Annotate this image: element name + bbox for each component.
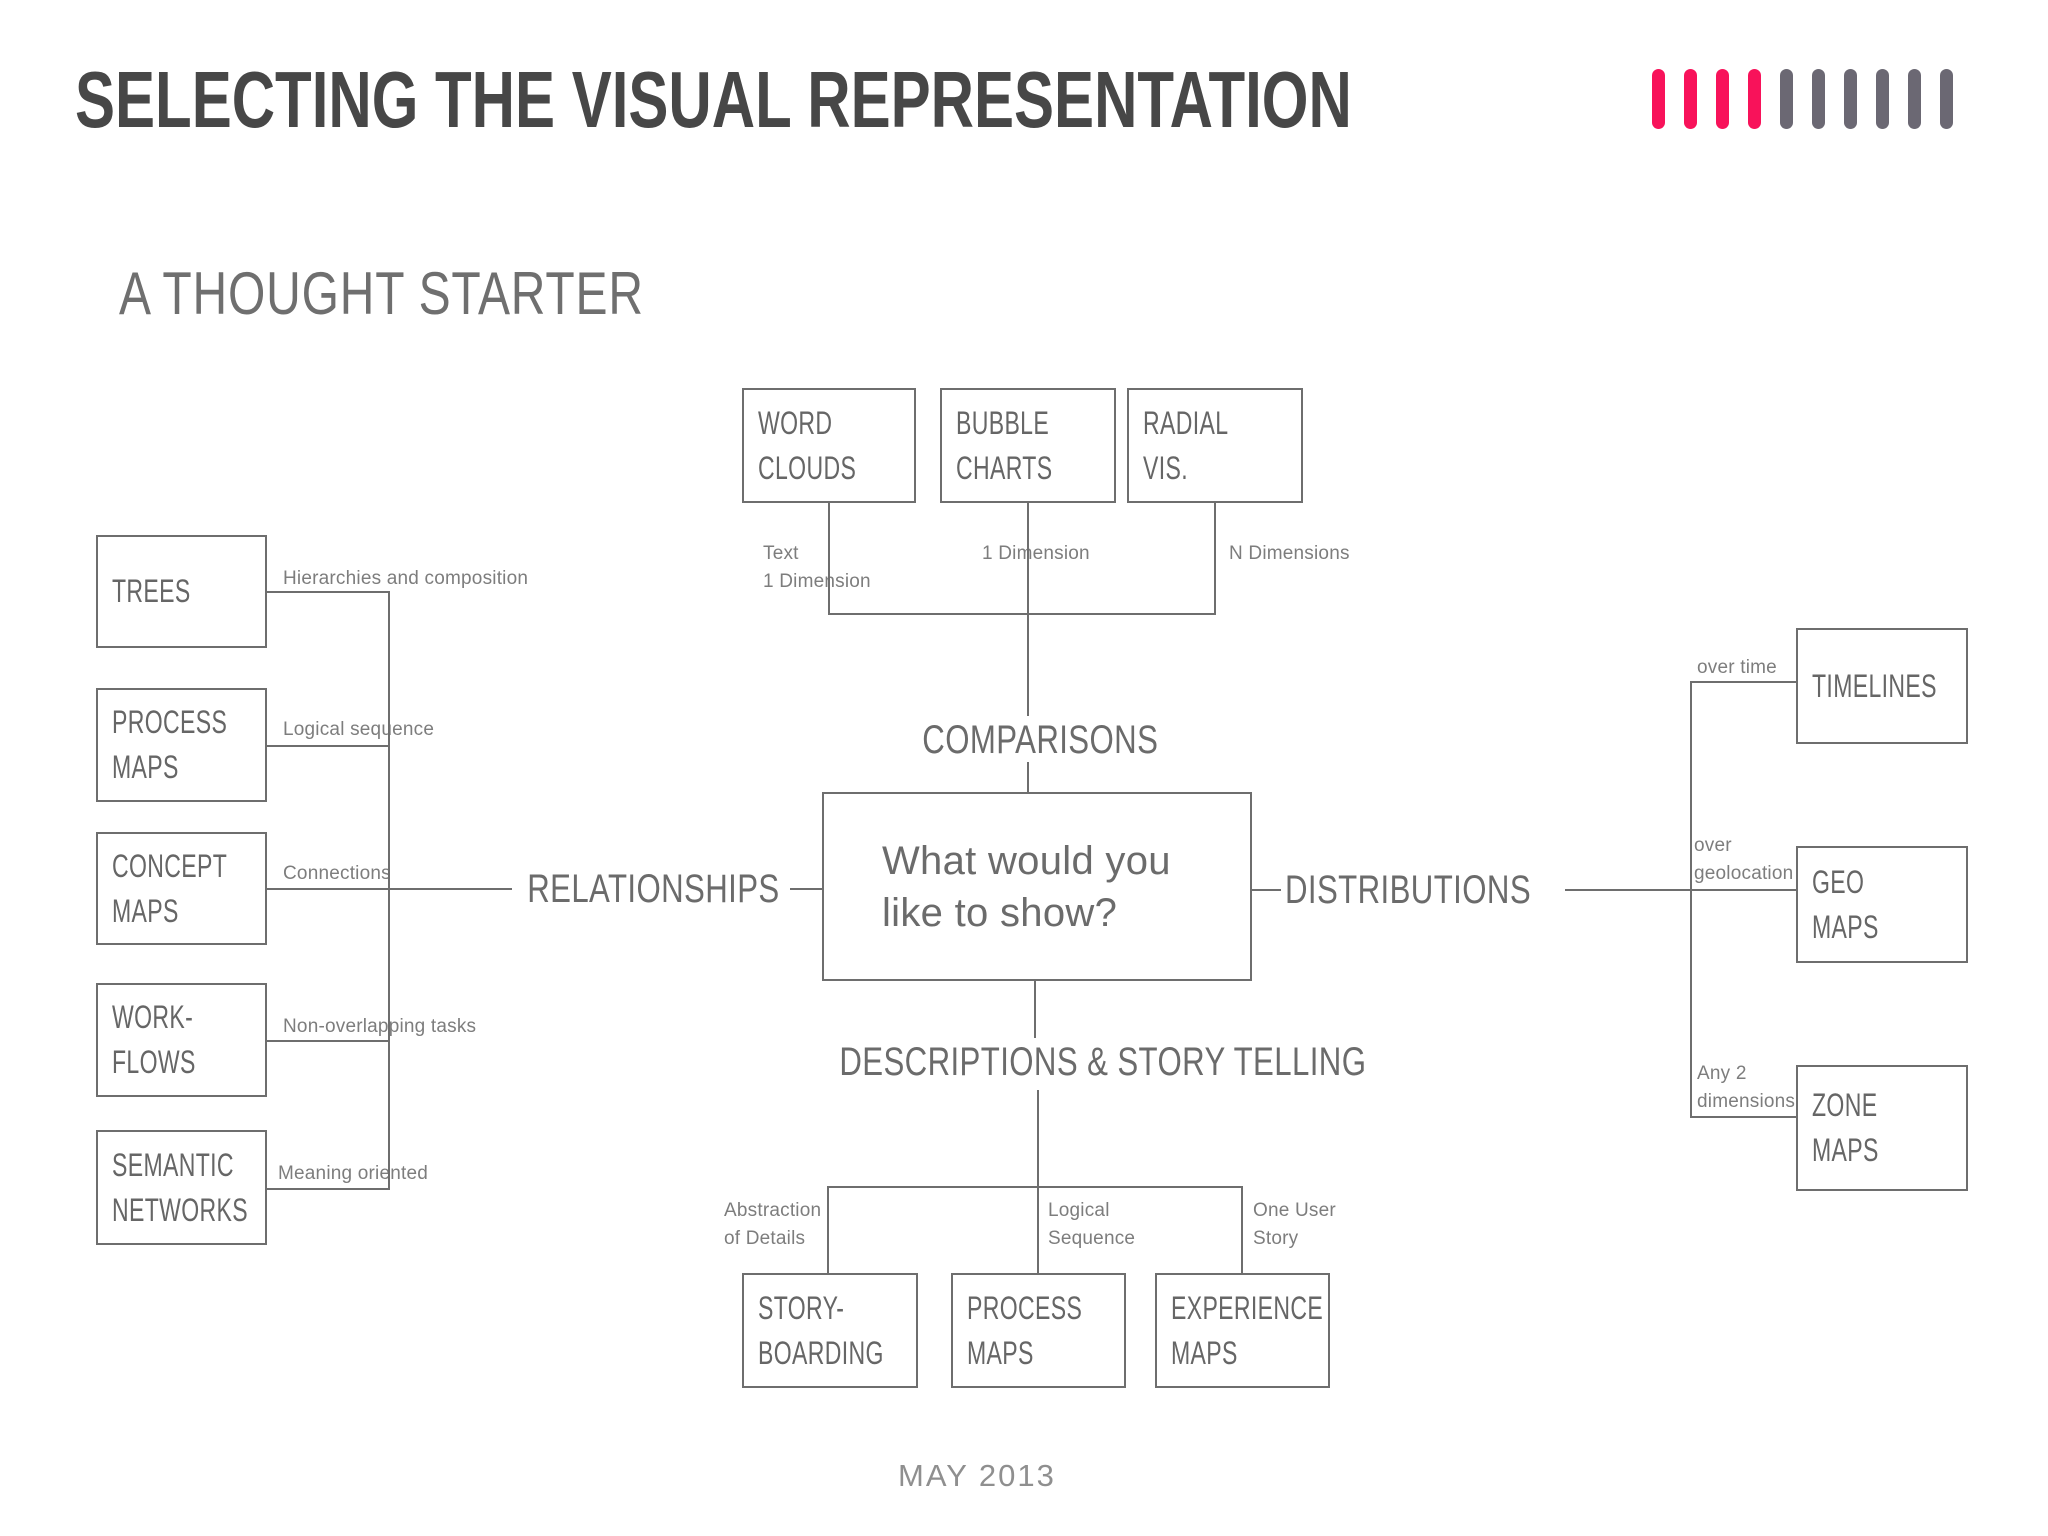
node-concept-maps-label: CONCEPT MAPS	[112, 847, 228, 929]
node-process-maps-bottom: PROCESS MAPS	[951, 1273, 1126, 1388]
connector-line	[267, 1188, 390, 1190]
note-geo-maps: over geolocation	[1694, 835, 1794, 884]
connector-line	[828, 613, 1216, 615]
connector-line	[1252, 889, 1281, 891]
node-workflows-label: WORK- FLOWS	[112, 999, 196, 1080]
node-semantic-networks: SEMANTIC NETWORKS	[96, 1130, 267, 1245]
connector-line	[827, 1186, 829, 1273]
node-trees: TREES	[96, 535, 267, 648]
tally-bar-pink	[1748, 69, 1761, 129]
tally-bar-gray	[1812, 69, 1825, 129]
node-storyboarding-label: STORY- BOARDING	[758, 1289, 884, 1371]
branch-label-distributions: DISTRIBUTIONS	[1285, 868, 1532, 912]
node-radial-vis-label: RADIAL VIS.	[1143, 404, 1229, 486]
branch-label-relationships: RELATIONSHIPS	[527, 867, 780, 911]
node-trees-label: TREES	[112, 573, 191, 610]
tally-bar-gray	[1908, 69, 1921, 129]
connector-line	[1241, 1186, 1243, 1273]
tally-bars	[1652, 69, 1953, 129]
node-concept-maps: CONCEPT MAPS	[96, 832, 267, 945]
connector-line	[1037, 1090, 1039, 1188]
node-timelines-label: TIMELINES	[1812, 667, 1937, 704]
tally-bar-gray	[1876, 69, 1889, 129]
connector-line	[827, 1186, 1243, 1188]
connector-line	[267, 1040, 390, 1042]
tally-bar-pink	[1716, 69, 1729, 129]
connector-line	[1027, 503, 1029, 615]
connector-line	[1690, 1116, 1796, 1118]
note-storyboarding: Abstraction of Details	[724, 1200, 822, 1249]
note-concept-maps: Connections	[283, 863, 391, 884]
tally-bar-pink	[1652, 69, 1665, 129]
note-trees: Hierarchies and composition	[283, 568, 529, 589]
node-process-maps-left-label: PROCESS MAPS	[112, 704, 228, 785]
connector-line	[267, 745, 390, 747]
note-radial-vis: N Dimensions	[1229, 543, 1350, 564]
tally-bar-gray	[1780, 69, 1793, 129]
node-workflows: WORK- FLOWS	[96, 983, 267, 1097]
note-experience-maps: One User Story	[1253, 1200, 1336, 1249]
node-radial-vis: RADIAL VIS.	[1127, 388, 1303, 503]
node-bubble-charts: BUBBLE CHARTS	[940, 388, 1116, 503]
connector-line	[1565, 889, 1692, 891]
note-word-clouds: Text 1 Dimension	[763, 543, 871, 592]
connector-line	[1027, 762, 1029, 792]
connector-line	[1034, 981, 1036, 1038]
connector-line	[388, 591, 390, 1190]
page-title: SELECTING THE VISUAL REPRESENTATION	[75, 55, 1352, 144]
node-geo-maps-label: GEO MAPS	[1812, 863, 1879, 945]
node-word-clouds-label: WORD CLOUDS	[758, 404, 857, 486]
branch-label-descriptions: DESCRIPTIONS & STORY TELLING	[839, 1040, 1367, 1084]
connector-line	[1037, 1186, 1039, 1273]
center-question-text: What would you like to show?	[882, 838, 1171, 935]
connector-line	[1214, 503, 1216, 615]
page-subtitle: A THOUGHT STARTER	[119, 260, 644, 327]
note-bubble-charts: 1 Dimension	[982, 543, 1090, 564]
node-geo-maps: GEO MAPS	[1796, 846, 1968, 963]
tally-bar-pink	[1684, 69, 1697, 129]
connector-line	[790, 888, 822, 890]
node-bubble-charts-label: BUBBLE CHARTS	[956, 404, 1053, 486]
node-experience-maps-label: EXPERIENCE MAPS	[1171, 1289, 1324, 1371]
node-storyboarding: STORY- BOARDING	[742, 1273, 918, 1388]
node-word-clouds: WORD CLOUDS	[742, 388, 916, 503]
note-timelines: over time	[1697, 657, 1777, 678]
center-question-box: What would you like to show?	[822, 792, 1252, 981]
note-workflows: Non-overlapping tasks	[283, 1016, 477, 1037]
footer-date: MAY 2013	[898, 1458, 1056, 1493]
tally-bar-gray	[1844, 69, 1857, 129]
node-experience-maps: EXPERIENCE MAPS	[1155, 1273, 1330, 1388]
connector-line	[1690, 681, 1796, 683]
connector-line	[267, 591, 390, 593]
note-semantic-networks: Meaning oriented	[278, 1163, 429, 1184]
connector-line	[1690, 889, 1796, 891]
note-zone-maps: Any 2 dimensions	[1697, 1063, 1796, 1112]
note-process-maps-bottom: Logical Sequence	[1048, 1200, 1136, 1249]
note-process-maps-left: Logical sequence	[283, 719, 435, 740]
node-timelines: TIMELINES	[1796, 628, 1968, 744]
node-zone-maps-label: ZONE MAPS	[1812, 1087, 1879, 1168]
node-zone-maps: ZONE MAPS	[1796, 1065, 1968, 1191]
connector-line	[1027, 613, 1029, 716]
node-process-maps-bottom-label: PROCESS MAPS	[967, 1289, 1083, 1371]
node-process-maps-left: PROCESS MAPS	[96, 688, 267, 802]
branch-label-comparisons: COMPARISONS	[921, 718, 1158, 762]
node-semantic-networks-label: SEMANTIC NETWORKS	[112, 1146, 249, 1228]
connector-line	[1690, 681, 1692, 1118]
tally-bar-gray	[1940, 69, 1953, 129]
connector-line	[828, 503, 830, 615]
